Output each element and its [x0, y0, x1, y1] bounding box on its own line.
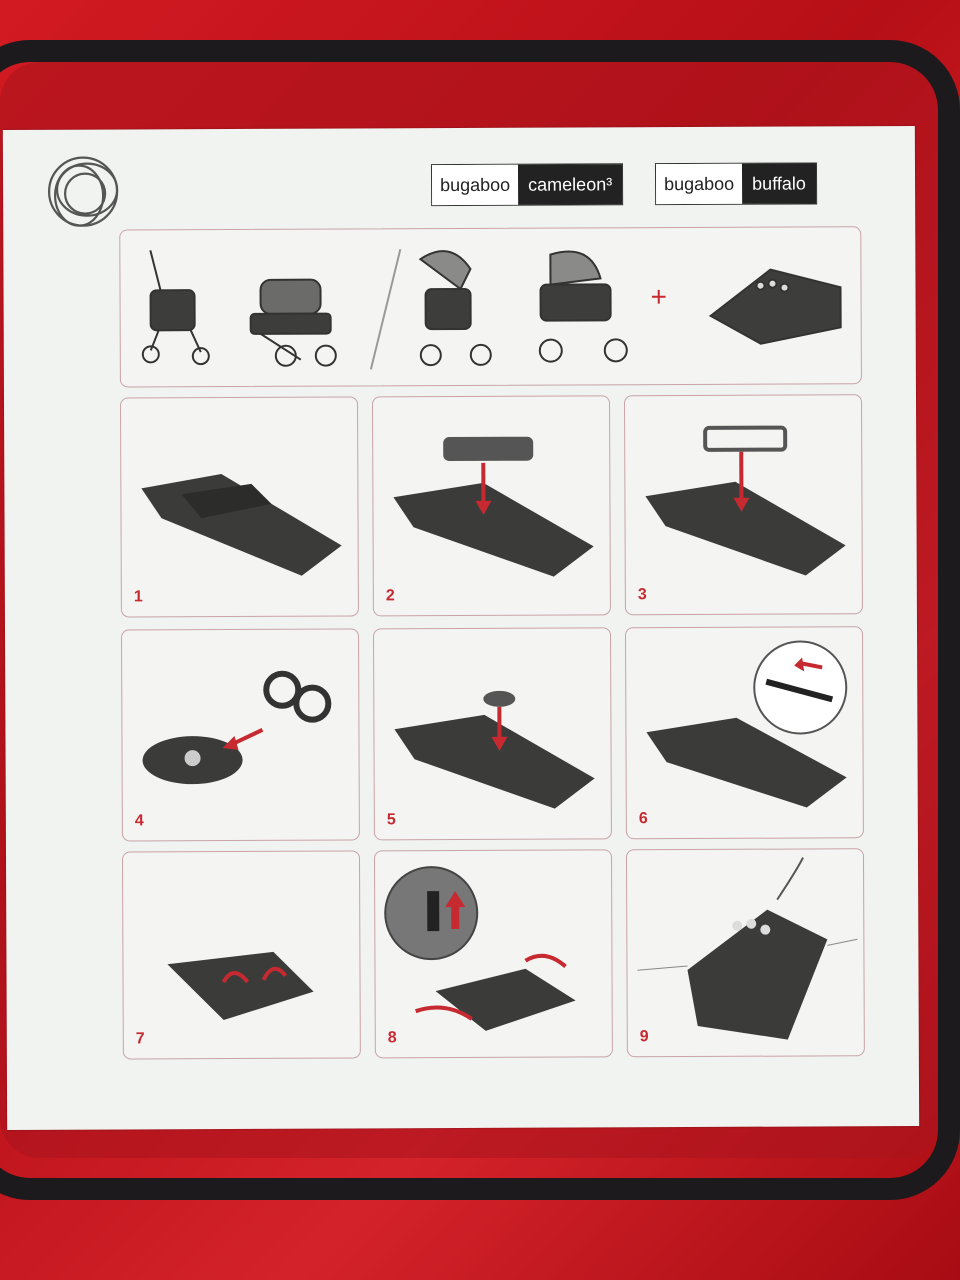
carry-bag-illustration [637, 857, 858, 1040]
buckle-strap-illustration [646, 640, 848, 808]
brand-model: cameleon³ [518, 164, 623, 205]
wheels-insert-illustration [394, 690, 595, 809]
step-panel-5: 5 [373, 627, 612, 841]
step-number: 4 [134, 812, 144, 830]
cameleon-brand-badge: bugaboo cameleon³ [430, 163, 624, 207]
bugaboo-rings-logo [47, 156, 119, 227]
step-panel-3: 3 [623, 394, 863, 616]
brand-name: bugaboo [655, 163, 743, 205]
step-panel-6: 6 [624, 626, 864, 840]
strollers-illustration: + [141, 249, 842, 370]
fold-bag-illustration [167, 951, 314, 1021]
seat-placement-illustration [393, 436, 594, 577]
chassis-placement-illustration [645, 425, 846, 576]
step-panel-1: 1 [119, 396, 359, 618]
brand-name: bugaboo [431, 164, 519, 206]
step-panel-4: 4 [121, 628, 360, 842]
zip-bag-illustration [384, 866, 576, 1031]
step-number: 9 [639, 1028, 649, 1046]
step-number: 2 [385, 587, 395, 605]
brand-model: buffalo [742, 163, 816, 204]
pocket-binding [0, 40, 960, 1200]
step-number: 8 [387, 1029, 397, 1047]
step-panel-8: 8 [373, 849, 613, 1059]
step-number: 5 [386, 811, 396, 829]
step-number: 7 [135, 1030, 145, 1048]
step-panel-2: 2 [371, 395, 611, 617]
step-panel-7: 7 [121, 850, 361, 1060]
plus-sign: + [650, 281, 666, 312]
compatible-strollers-panel: + [119, 226, 862, 388]
step-number: 3 [637, 586, 647, 604]
instruction-sheet: bugaboo cameleon³ bugaboo buffalo [2, 126, 920, 1130]
unfolded-bag-illustration [141, 474, 342, 576]
wheels-bag-illustration [142, 670, 332, 785]
step-number: 1 [133, 588, 143, 606]
step-number: 6 [638, 810, 648, 828]
step-panel-9: 9 [625, 848, 865, 1058]
buffalo-brand-badge: bugaboo buffalo [654, 162, 817, 206]
